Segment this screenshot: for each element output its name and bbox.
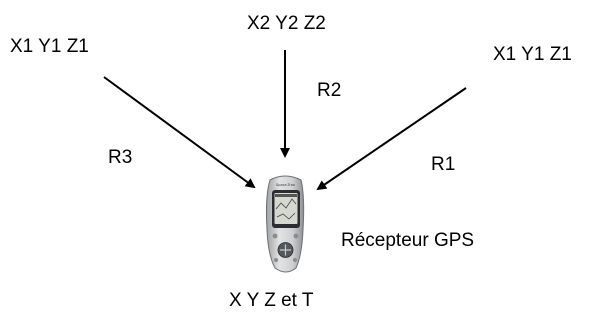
device-brand-logo: Space-Trax bbox=[276, 183, 295, 187]
satellite-top-coords: X2 Y2 Z2 bbox=[247, 13, 326, 34]
arrow-right bbox=[316, 87, 467, 191]
device-button-left bbox=[272, 233, 278, 239]
device-button-right bbox=[293, 233, 299, 239]
device-button-bottom-left bbox=[274, 258, 278, 262]
receiver-label: Récepteur GPS bbox=[341, 230, 474, 251]
satellite-left-coords: X1 Y1 Z1 bbox=[10, 36, 89, 57]
satellite-right-coords: X1 Y1 Z1 bbox=[493, 44, 572, 65]
gps-receiver-device-image: Space-Trax bbox=[265, 175, 305, 273]
range-right-label: R1 bbox=[431, 154, 455, 175]
range-left-label: R3 bbox=[108, 147, 132, 168]
device-button-bottom-right bbox=[293, 258, 297, 262]
arrow-left bbox=[103, 76, 256, 189]
device-screen-status-bar bbox=[275, 194, 297, 197]
range-top-label: R2 bbox=[317, 80, 341, 101]
result-label: X Y Z et T bbox=[229, 290, 314, 311]
device-dpad-cross-icon bbox=[280, 244, 291, 256]
device-screen-map-lines bbox=[275, 198, 297, 220]
